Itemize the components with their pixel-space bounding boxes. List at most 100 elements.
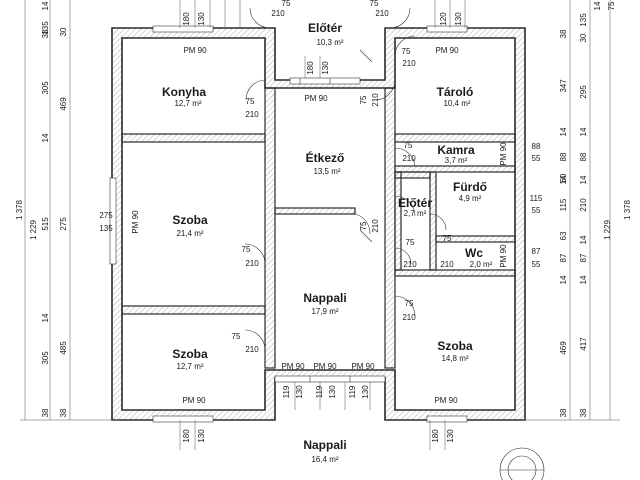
dim-left: 30 [59,27,68,36]
pm-label: PM 90 [434,396,458,405]
dim-210: 210 [245,110,259,119]
room-area-nappali-bottom: 16,4 m² [311,455,338,464]
windows [109,25,468,423]
dim-right: 14 [559,127,568,136]
dim-right: 38 [559,29,568,38]
dim-210: 210 [371,93,380,107]
dim-130: 130 [454,12,463,26]
room-area-tarolo: 10,4 m² [443,99,470,108]
dim-right: 87 [559,253,568,262]
pm-label-vertical: PM 90 [499,142,508,166]
dim-130: 130 [197,12,206,26]
dim-right: 295 [579,85,588,99]
vertical-small-dims: 180 130 120 130 180 130 180 130 180 130 … [182,12,463,443]
dim-left: 38 [41,408,50,417]
dim-right: 210 [579,198,588,212]
dim-left-total: 1 378 [15,199,24,220]
dim-75: 75 [282,0,291,8]
dim-119: 119 [348,385,357,398]
dim-right: 14 [579,127,588,136]
dim-right: 88 [559,152,568,161]
dim-right: 88 [579,152,588,161]
dim-120: 120 [439,12,448,26]
room-name-eloter-top: Előtér [308,21,342,35]
dim-275: 275 [99,211,113,220]
dim-right: 87 [579,253,588,262]
dim-75: 75 [359,221,368,230]
pm-label: PM 90 [182,396,206,405]
room-name-tarolo: Tároló [437,85,474,99]
dim-left: 38 [41,29,50,38]
room-area-szoba-left: 21,4 m² [176,229,203,238]
dim-55: 55 [532,154,541,163]
dim-left: 14 [41,133,50,142]
dim-210: 210 [245,345,259,354]
room-area-furdo: 4,9 m² [459,194,482,203]
dim-75: 75 [370,0,379,8]
dim-210: 210 [402,313,416,322]
pm-label: PM 90 [435,46,459,55]
dim-130: 130 [446,429,455,443]
dim-87: 87 [532,247,541,256]
room-name-kamra: Kamra [437,143,475,157]
room-name-szoba-bl: Szoba [172,347,208,361]
dim-180: 180 [182,12,191,26]
dim-right: 14 [579,175,588,184]
dim-left: 14 [41,1,50,10]
dim-right: 63 [559,231,568,240]
dim-right: 60 [559,173,568,182]
dim-210: 210 [371,219,380,233]
dim-119: 119 [315,385,324,398]
room-area-eloter-top: 10,3 m² [316,38,343,47]
dim-130: 130 [197,429,206,443]
dim-right: 135 [579,13,588,27]
dim-180: 180 [182,429,191,443]
dim-right: 30 [579,33,588,42]
dim-210: 210 [375,9,389,18]
dim-210: 210 [271,9,285,18]
room-area-nappali: 17,9 m² [311,307,338,316]
pm-label-vertical: PM 90 [131,210,140,234]
dim-right-total: 1 378 [623,199,632,220]
dim-75: 75 [242,245,251,254]
dim-left: 38 [59,408,68,417]
room-area-konyha: 12,7 m² [174,99,201,108]
dim-left: 485 [59,341,68,355]
right-dimension-chain: 38 347 14 88 14 60 115 63 87 14 469 38 1… [559,1,632,417]
dim-left: 14 [41,313,50,322]
dim-right: 14 [559,275,568,284]
room-area-eloter-mid: 2,7 m² [404,209,427,218]
dim-75: 75 [232,332,241,341]
dim-119: 119 [282,385,291,398]
dim-210: 210 [402,59,416,68]
dim-180: 180 [431,429,440,443]
dim-right: 14 [593,1,602,10]
dim-55: 55 [532,260,541,269]
dim-right: 14 [559,175,568,184]
dim-135: 135 [99,224,113,233]
room-area-szoba-br: 14,8 m² [441,354,468,363]
dim-left: 275 [59,217,68,231]
room-name-szoba-left: Szoba [172,213,208,227]
dim-left: 469 [59,97,68,111]
dim-right-total: 1 229 [603,219,612,240]
dim-75: 75 [402,47,411,56]
dim-210: 210 [245,259,259,268]
pm-label: PM 90 [351,362,375,371]
dim-210: 210 [403,260,417,269]
pm-label: PM 90 [313,362,337,371]
dim-75: 75 [246,97,255,106]
dim-75: 75 [405,299,414,308]
dim-75: 75 [406,238,415,247]
dim-88: 88 [532,142,541,151]
dimension-lines [20,0,620,480]
room-name-furdo: Fürdő [453,180,487,194]
room-area-etkezo: 13,5 m² [313,167,340,176]
room-name-szoba-br: Szoba [437,339,473,353]
room-area-wc: 2,0 m² [470,260,493,269]
dim-right: 14 [579,275,588,284]
room-labels: Előtér 10,3 m² Konyha 12,7 m² Tároló 10,… [162,21,493,464]
dim-75: 75 [359,95,368,104]
dim-75: 75 [404,141,413,150]
